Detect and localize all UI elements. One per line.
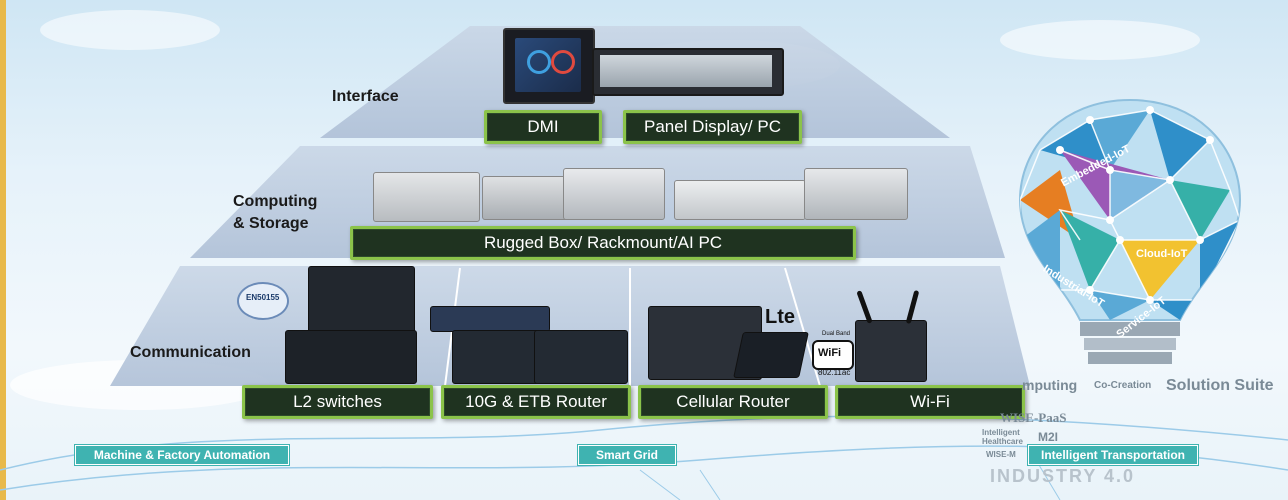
- product-pill-l2-switches[interactable]: L2 switches: [242, 385, 433, 419]
- cloud: [40, 10, 220, 50]
- etb-router-image-1: [430, 306, 550, 332]
- l2-switch-image-1: [308, 266, 415, 338]
- en50155-badge-label: EN50155: [246, 293, 280, 302]
- product-pill-panel-display[interactable]: Panel Display/ PC: [623, 110, 802, 144]
- tier-label-communication: Communication: [130, 344, 251, 361]
- cloud: [1000, 20, 1200, 60]
- rugged-box-image-1: [373, 172, 480, 222]
- product-pill-dmi[interactable]: DMI: [484, 110, 602, 144]
- rugged-box-image-2: [482, 176, 568, 220]
- wifi-badge-label: WiFi: [818, 347, 842, 359]
- panel-display-image: [592, 48, 784, 96]
- bulb-segment-cloud-iot: Cloud-IoT: [1136, 248, 1188, 260]
- iot-lightbulb-graphic: [1018, 98, 1242, 364]
- dmi-device-image: [503, 28, 595, 104]
- application-tag-intelligent-transportation[interactable]: Intelligent Transportation: [1028, 445, 1198, 465]
- bulb-text-cocreation: Co-Creation: [1094, 380, 1152, 391]
- bulb-text-wise-paas: WISE-PaaS: [1000, 410, 1067, 425]
- left-accent-stripe: [0, 0, 6, 500]
- bulb-text-computing: mputing: [1022, 377, 1078, 393]
- tier-label-computing: Computing: [233, 193, 318, 210]
- tier-label-interface: Interface: [332, 88, 399, 105]
- application-tag-machine-factory[interactable]: Machine & Factory Automation: [75, 445, 289, 465]
- rackmount-image: [674, 180, 806, 220]
- tier-label-storage: & Storage: [233, 215, 309, 232]
- etb-router-image-3: [534, 330, 628, 384]
- etb-router-image-2: [452, 330, 546, 384]
- wifi-standard-label: 802.11ac: [818, 368, 851, 377]
- product-pill-cellular-router[interactable]: Cellular Router: [638, 385, 828, 419]
- en50155-badge-icon: EN50155: [237, 282, 289, 320]
- bulb-text-solution-suite: Solution Suite: [1166, 377, 1274, 394]
- product-pill-wifi[interactable]: Wi-Fi: [835, 385, 1025, 419]
- ai-pc-image: [804, 168, 908, 220]
- l2-switch-image-2: [285, 330, 417, 384]
- wifi-router-image: [855, 320, 927, 382]
- wifi-badge-icon: WiFi: [812, 340, 854, 370]
- bulb-text-industry: INDUSTRY 4.0: [990, 466, 1136, 486]
- rugged-box-image-3: [563, 168, 665, 220]
- application-tag-smart-grid[interactable]: Smart Grid: [578, 445, 676, 465]
- dual-band-label: Dual Band: [822, 331, 851, 337]
- product-pill-rugged-box[interactable]: Rugged Box/ Rackmount/AI PC: [350, 226, 856, 260]
- product-pill-10g-etb-router[interactable]: 10G & ETB Router: [441, 385, 631, 419]
- bulb-text-intelligent-healthcare: Intelligent Healthcare: [982, 428, 1023, 446]
- bulb-text-wise-m: WISE-M: [986, 450, 1016, 459]
- cellular-router-image-2: [733, 332, 809, 378]
- lte-logo: Lte: [765, 306, 795, 328]
- bulb-text-m2i: M2I: [1038, 430, 1059, 444]
